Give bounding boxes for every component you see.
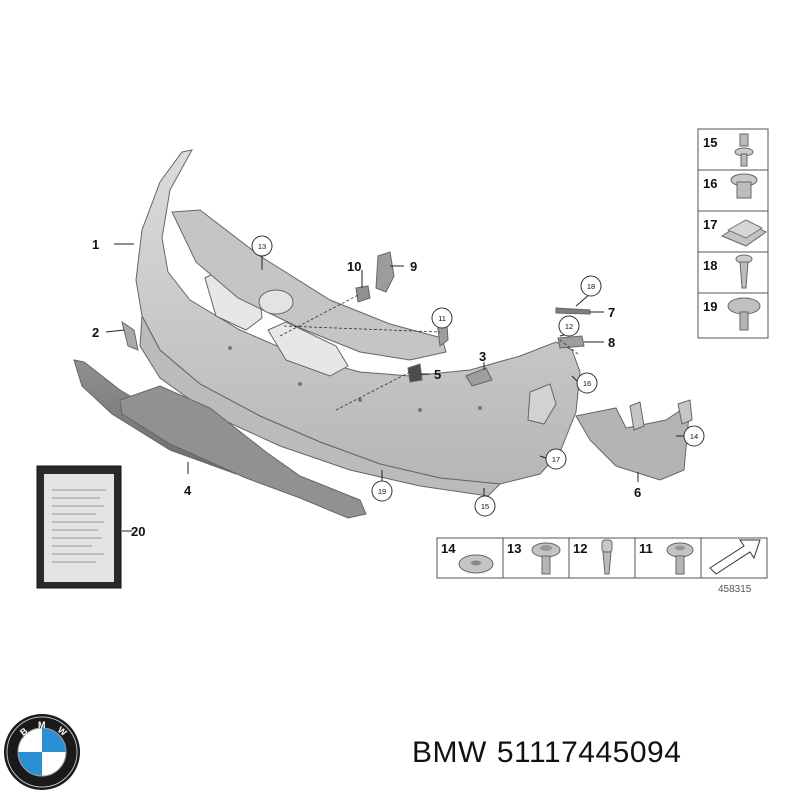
fastener-panel-bottom: 14 13 12 11: [436, 537, 768, 579]
callout-13-circle: 13: [251, 235, 273, 257]
callout-1: 1: [92, 237, 99, 252]
side-flap-part: [121, 320, 139, 351]
diagram-reference-number: 458315: [718, 584, 752, 595]
callout-16-circle: 16: [576, 372, 598, 394]
assembly-lines: [279, 293, 579, 411]
bracket-part-8: [557, 335, 585, 349]
callout-5: 5: [434, 367, 441, 382]
bmw-logo: B M W: [4, 714, 80, 790]
part-caption: BMW 51117445094: [412, 736, 691, 770]
lower-air-guide: [73, 359, 367, 519]
panel-label-18: 18: [703, 258, 717, 273]
bracket-part-3: [465, 367, 493, 387]
callout-2: 2: [92, 325, 99, 340]
bracket-part-10: [355, 285, 371, 303]
callout-16: 16: [583, 379, 591, 388]
callout-18-circle: 18: [580, 275, 602, 297]
callout-12: 12: [565, 322, 573, 331]
callout-12-circle: 12: [558, 315, 580, 337]
callout-17: 17: [552, 455, 560, 464]
panel-label-13: 13: [507, 541, 521, 556]
caption-brand: BMW: [412, 736, 487, 769]
leader-lines: [105, 243, 684, 532]
expansion-rivet-19-icon: [727, 297, 761, 331]
svg-text:M: M: [38, 720, 46, 730]
panel-label-16: 16: [703, 176, 717, 191]
panel-label-19: 19: [703, 299, 717, 314]
plug-12-icon: [601, 539, 613, 575]
callout-8: 8: [608, 335, 615, 350]
callout-20: 20: [131, 524, 145, 539]
callout-15-circle: 15: [474, 495, 496, 517]
callout-14: 14: [690, 432, 698, 441]
wheel-arch-liner: [575, 399, 693, 481]
bumper-cover: [135, 149, 581, 497]
fastener-panel-right: 15 16 17 18 19: [697, 128, 769, 339]
callout-13: 13: [258, 242, 266, 251]
callout-18: 18: [587, 282, 595, 291]
panel-label-17: 17: [703, 217, 717, 232]
repair-kit-pack: [36, 465, 122, 589]
caption-part-number: 51117445094: [496, 736, 682, 769]
panel-label-15: 15: [703, 135, 717, 150]
callout-10: 10: [347, 259, 361, 274]
callout-4: 4: [184, 483, 192, 498]
bracket-part-7: [555, 307, 591, 315]
callout-7: 7: [608, 305, 615, 320]
rivet-16-icon: [730, 173, 758, 199]
callout-15: 15: [481, 502, 489, 511]
callout-17-circle: 17: [545, 448, 567, 470]
speed-nut-14-icon: [458, 554, 494, 574]
callout-19-circle: 19: [371, 480, 393, 502]
callout-3: 3: [479, 349, 486, 364]
clip-nut-17-icon: [720, 219, 768, 247]
bracket-part-9: [375, 251, 395, 293]
collar-screw-11-icon: [666, 542, 694, 575]
svg-text:B: B: [18, 725, 30, 737]
callout-11-circle: 11: [431, 307, 453, 329]
screw-18-icon: [735, 254, 753, 289]
panel-label-12: 12: [573, 541, 587, 556]
direction-arrow-icon: [709, 539, 761, 575]
bracket-part-5: [407, 363, 423, 383]
callout-19: 19: [378, 487, 386, 496]
panel-label-11: 11: [639, 541, 653, 556]
screw-15-icon: [734, 133, 754, 167]
callout-6: 6: [634, 485, 641, 500]
callout-9: 9: [410, 259, 417, 274]
callout-11: 11: [438, 314, 446, 323]
callout-14-circle: 14: [683, 425, 705, 447]
panel-label-14: 14: [441, 541, 456, 556]
collar-screw-13-icon: [531, 542, 561, 575]
